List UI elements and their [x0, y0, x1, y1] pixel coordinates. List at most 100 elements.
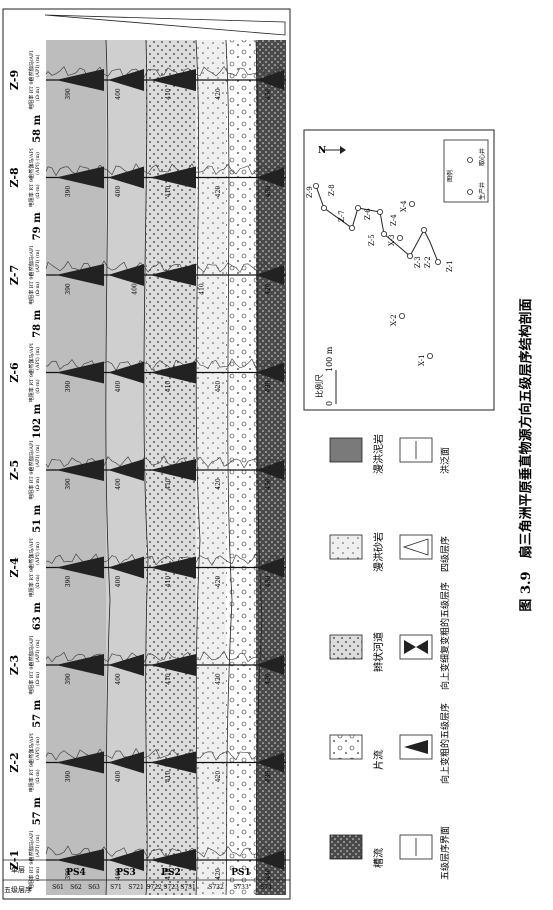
log-trace [45, 65, 285, 79]
coarsening-triangle-icon [56, 459, 104, 481]
well-dot [312, 182, 319, 189]
up-triangle-icon [404, 740, 428, 754]
map-well-label: Z-8 [328, 184, 336, 196]
legend-label: 四级层序 [439, 536, 451, 572]
log-header-rt-range: (Ω·m) [34, 282, 41, 296]
depth-label: 390 [65, 478, 72, 490]
depth-label: 420 [215, 186, 222, 198]
map-legend-title: 图例 [446, 170, 454, 182]
map-well-label: Z-4 [390, 214, 398, 226]
map-well-label: X-4 [400, 200, 408, 212]
well-label: Z-2 [8, 752, 21, 772]
boundary-line [195, 39, 201, 896]
coarsening-triangle-icon [150, 849, 196, 871]
depth-label: 390 [65, 186, 72, 198]
package-label: PS1 [231, 868, 251, 878]
depth-label: 430 [265, 381, 272, 393]
depth-label: 400 [115, 673, 122, 685]
depth-label: 420 [215, 673, 222, 685]
coarsening-triangle-icon [256, 265, 284, 285]
map-scale-tick: 0 [325, 401, 334, 406]
log-header-rt: 电阻率 RT 90 [28, 78, 35, 110]
depth-label: 420 [215, 576, 222, 588]
log-header-rt: 电阻率 RT 90 [28, 761, 35, 793]
subunit-label: S733 [233, 884, 249, 891]
north-label: N [318, 146, 326, 156]
legend-label: 向上变粗的五级层序 [439, 703, 451, 784]
well-spacing-label: 79 m [32, 212, 43, 240]
coarsening-triangle-icon [108, 69, 144, 91]
log-header-rt-range: (Ω·m) [34, 574, 41, 588]
coarsening-triangle-icon [108, 459, 144, 481]
subunit-label: S721 [128, 884, 144, 891]
log-header-rt-range: (Ω·m) [34, 87, 41, 101]
map-well-label: Z-9 [306, 186, 314, 198]
well-spacing-label: 102 m [32, 403, 43, 438]
legend-swatch-braided [329, 634, 363, 660]
well-dot [396, 234, 403, 241]
well-label: Z-1 [8, 850, 21, 870]
log-trace [45, 748, 285, 761]
depth-label: 390 [65, 868, 72, 880]
well-dot [348, 224, 355, 231]
log-header-rt-range: (Ω·m) [34, 672, 41, 686]
map-well-label: Z-7 [338, 210, 346, 222]
log-header-rt-range: (Ω·m) [34, 477, 41, 491]
depth-label: 410 [165, 88, 172, 100]
log-trace [45, 163, 285, 177]
legend-label: 漫洪砂岩 [372, 532, 385, 572]
section-frame [2, 8, 291, 900]
subunit-label: S731 [180, 884, 196, 891]
depth-label: 430 [265, 88, 272, 100]
log-header-gr: 自然伽马/API [28, 733, 35, 764]
map-well-label: Z-1 [446, 260, 454, 272]
well-label: Z-7 [8, 265, 21, 285]
log-trace [45, 650, 285, 664]
depth-label: 430 [265, 478, 272, 490]
coarsening-triangle-icon [256, 362, 284, 383]
log-header-gr: 自然伽马/API [28, 246, 35, 277]
well-dot [376, 208, 383, 215]
coarsening-triangle-icon [150, 654, 196, 676]
depth-label: 410 [165, 771, 172, 783]
well-spacing-label: 57 m [32, 699, 43, 727]
depth-label: 410 [165, 868, 172, 880]
cross-section: 五级层序 单层 PS4 PS3 PS2 PS1 S61 S62 S63 S71 … [2, 8, 291, 900]
well-dot [406, 252, 413, 259]
log-trace [45, 260, 285, 274]
log-header-gr: 自然伽马/API [28, 636, 35, 667]
coarsening-triangle-icon [150, 361, 196, 384]
depth-label: 430 [265, 576, 272, 588]
depth-label: 400 [115, 868, 122, 880]
well-dot [380, 230, 387, 237]
depth-label: 390 [65, 673, 72, 685]
well-label: Z-4 [8, 557, 21, 578]
log-header-gr-range: (API) (m) [34, 737, 41, 760]
bowtie-icon [404, 640, 416, 654]
legend: 槽流 片流 辫状河道 漫洪砂岩 漫洪泥岩 五级层序界面 向上变粗的五级层序 向上… [329, 434, 451, 880]
well-dot [320, 204, 327, 211]
depth-label: 400 [115, 88, 122, 100]
depth-label: 440 [265, 868, 272, 880]
coarsening-triangle-icon [256, 167, 284, 188]
depth-label: 390 [65, 771, 72, 783]
map-scale-tick: 100 m [325, 346, 334, 372]
depth-label: 420 [215, 771, 222, 783]
map-well-label: Z-5 [368, 234, 376, 246]
package-label: PS2 [161, 868, 181, 878]
boundary-line [225, 39, 233, 896]
map-well-label: Z-3 [414, 256, 422, 268]
legend-label: 片流 [372, 750, 385, 770]
depth-label: 400 [115, 771, 122, 783]
map-well-label: X-2 [390, 314, 398, 326]
coarsening-triangle-icon [56, 69, 104, 91]
well-spacing-label: 57 m [32, 797, 43, 825]
depth-label: 410 [165, 478, 172, 490]
log-header-gr: 自然伽马/API [28, 441, 35, 472]
legend-swatch-trough [329, 834, 363, 860]
coarsening-triangle-icon [108, 556, 144, 579]
